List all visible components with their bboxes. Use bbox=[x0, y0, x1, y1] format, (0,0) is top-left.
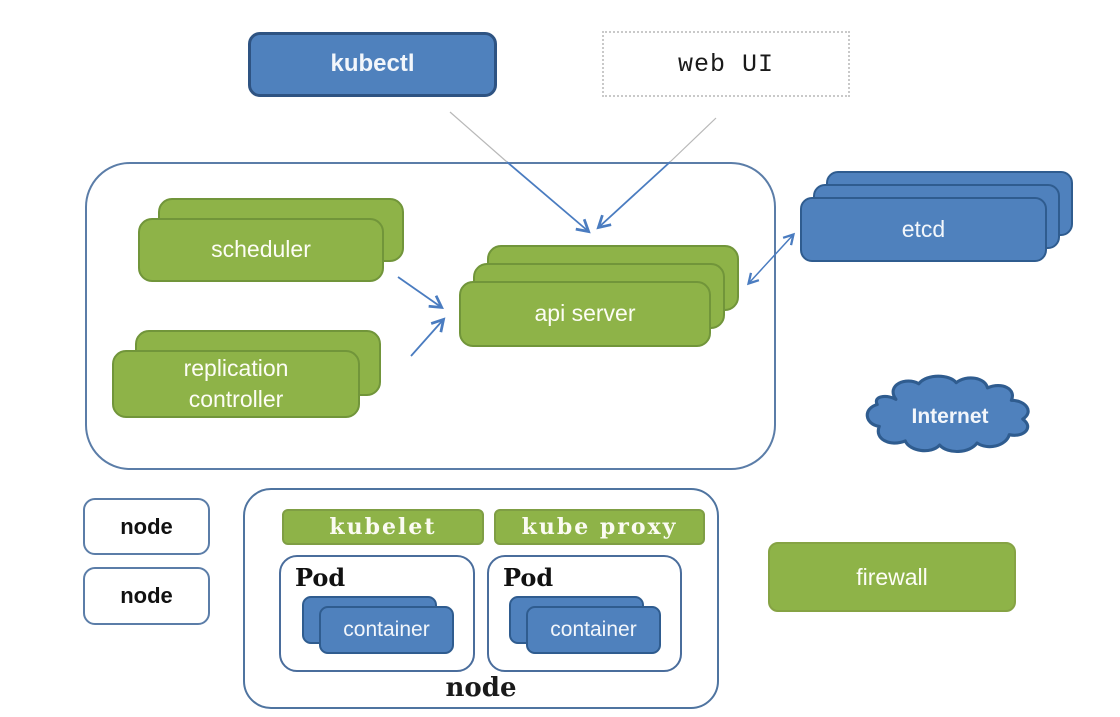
api-server-stack: api server bbox=[459, 245, 741, 349]
node-left-top-label: node bbox=[120, 513, 173, 539]
etcd-card-front: etcd bbox=[800, 197, 1047, 262]
etcd-stack: etcd bbox=[800, 171, 1075, 264]
kube-proxy-label: kube proxy bbox=[521, 514, 678, 540]
scheduler-label: scheduler bbox=[211, 236, 311, 263]
container-left-label: container bbox=[343, 618, 430, 641]
kubelet-node: kubelet bbox=[282, 509, 484, 545]
container-right-label: container bbox=[550, 618, 637, 641]
node-left-bottom-label: node bbox=[120, 583, 173, 608]
pod-box-left: Pod container bbox=[279, 555, 475, 672]
etcd-label: etcd bbox=[901, 215, 946, 242]
scheduler-stack: scheduler bbox=[138, 198, 408, 284]
node-bottom-label: node bbox=[445, 673, 517, 703]
pod-left-label: Pod bbox=[295, 563, 346, 592]
pod-right-label: Pod bbox=[503, 563, 554, 592]
firewall-node: firewall bbox=[768, 542, 1016, 612]
kubelet-label: kubelet bbox=[329, 514, 437, 540]
container-left-card-front: container bbox=[319, 606, 454, 654]
kubectl-label: kubectl bbox=[330, 50, 415, 78]
node-detail-box: kubelet kube proxy Pod container Pod con… bbox=[243, 488, 719, 709]
kube-proxy-node: kube proxy bbox=[494, 509, 705, 545]
scheduler-card-front: scheduler bbox=[138, 218, 384, 282]
web-ui-label: web UI bbox=[677, 49, 774, 79]
internet-cloud: Internet bbox=[846, 372, 1054, 462]
firewall-label: firewall bbox=[856, 563, 928, 590]
internet-label: Internet bbox=[911, 405, 989, 428]
api-server-label: api server bbox=[534, 300, 636, 327]
node-box-left-top: node bbox=[83, 498, 210, 555]
pod-box-right: Pod container bbox=[487, 555, 682, 672]
arrow-kubectl-to-apiserver-upper bbox=[449, 111, 508, 163]
cloud-icon bbox=[865, 374, 1030, 454]
api-server-card-front: api server bbox=[459, 281, 711, 347]
web-ui-node: web UI bbox=[602, 31, 850, 97]
replication-controller-label: replication controller bbox=[183, 354, 289, 412]
container-right-card-front: container bbox=[526, 606, 661, 654]
replication-controller-stack: replication controller bbox=[112, 330, 384, 418]
arrow-webui-to-apiserver-upper bbox=[669, 117, 717, 163]
node-box-left-bottom: node bbox=[83, 567, 210, 625]
kubectl-node: kubectl bbox=[248, 32, 497, 97]
replication-controller-card-front: replication controller bbox=[112, 350, 360, 418]
